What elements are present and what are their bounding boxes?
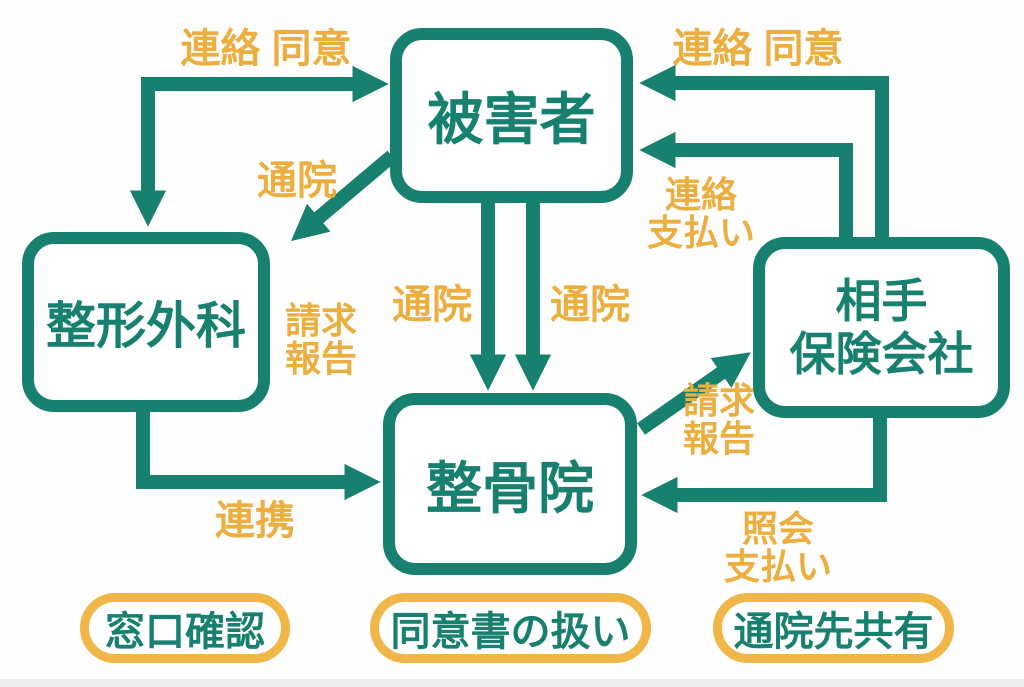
edge-contact-consent-left (129, 65, 389, 227)
node-victim-label: 被害者 (427, 88, 596, 151)
node-orthopedic-label: 整形外科 (46, 298, 246, 354)
label-billing-report-insurer: 請求 報告 (682, 380, 755, 460)
edge-billing-report-insurer (636, 352, 751, 435)
label-cooperation: 連携 (215, 499, 295, 543)
edge-visit-to-orthopedic (290, 150, 397, 242)
label-visit-to-orthopedic: 通院 (257, 159, 337, 203)
node-osteopathic-clinic: 整骨院 (383, 393, 637, 575)
edge-cooperation (136, 408, 381, 501)
edge-contact-payment (639, 131, 853, 240)
node-insurer-label-line2: 保険会社 (789, 327, 974, 380)
pill-counter-confirmation: 窓口確認 (80, 593, 290, 663)
pill-clinic-info-sharing: 通院先共有 (713, 593, 954, 663)
label-billing-report-orthopedic: 請求 報告 (284, 300, 357, 380)
node-victim: 被害者 (390, 28, 633, 203)
node-osteopath-label: 整骨院 (426, 456, 594, 520)
edge-inquiry-payment (641, 414, 887, 514)
pill-consent-form-handling: 同意書の扱い (370, 593, 651, 663)
node-insurer-label-line1: 相手 (835, 274, 928, 327)
label-visit-center-right: 通院 (550, 283, 630, 327)
label-contact-payment: 連絡 支払い (646, 174, 755, 254)
label-contact-consent-left: 連絡 同意 (180, 27, 352, 71)
label-contact-consent-right: 連絡 同意 (672, 27, 844, 71)
node-orthopedic-clinic: 整形外科 (22, 232, 270, 412)
label-inquiry-payment: 照会 支払い (723, 508, 832, 588)
edge-contact-consent-right (639, 64, 889, 240)
bottom-edge-shade (0, 679, 1024, 687)
node-opponent-insurance-company: 相手 保険会社 (753, 237, 1010, 418)
label-visit-center-left: 通院 (392, 283, 472, 327)
